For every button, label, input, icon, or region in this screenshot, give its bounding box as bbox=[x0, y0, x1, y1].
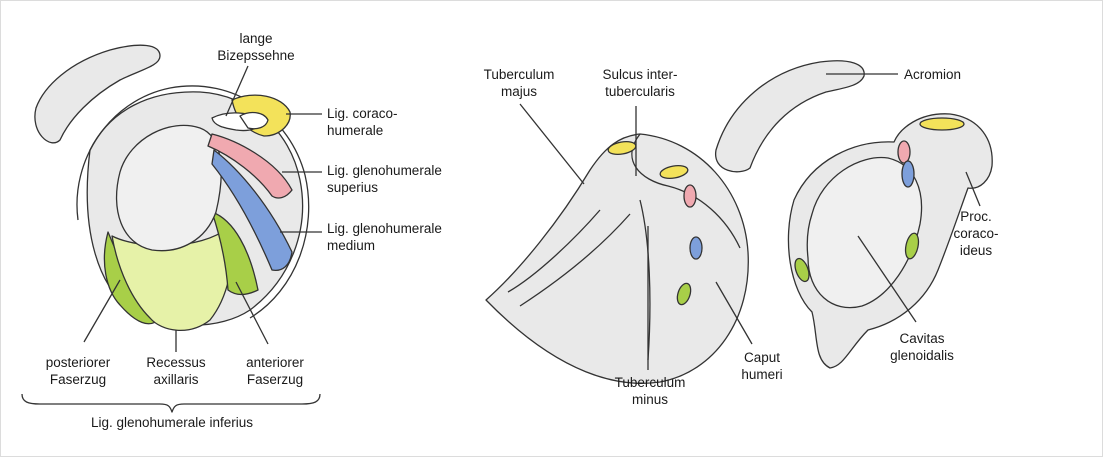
label-line: Faserzug bbox=[28, 371, 128, 388]
label-line: coraco- bbox=[944, 225, 1008, 242]
label-line: Recessus bbox=[126, 354, 226, 371]
label-line: humeri bbox=[727, 366, 797, 383]
minus-blue-pad bbox=[690, 237, 702, 259]
label-line: Caput bbox=[727, 349, 797, 366]
lig-coraco-humerale-label: Lig. coraco- humerale bbox=[327, 105, 398, 139]
right-pink-pad bbox=[898, 141, 910, 163]
label-line: Tuberculum bbox=[595, 374, 705, 391]
caput-humeri-label: Caput humeri bbox=[727, 349, 797, 383]
coracoid-pad bbox=[920, 118, 964, 130]
proc-coracoideus-label: Proc. coraco- ideus bbox=[944, 208, 1008, 259]
label-line: superius bbox=[327, 179, 442, 196]
cavitas-glenoidalis-label: Cavitas glenoidalis bbox=[872, 330, 972, 364]
lig-glenohumerale-inferius-label: Lig. glenohumerale inferius bbox=[72, 414, 272, 431]
tuberculum-minus-label: Tuberculum minus bbox=[595, 374, 705, 408]
label-line: majus bbox=[464, 83, 574, 100]
lange-bizepssehne-label: lange Bizepssehne bbox=[206, 30, 306, 64]
label-line: glenoidalis bbox=[872, 347, 972, 364]
lig-glenohumerale-superius-label: Lig. glenohumerale superius bbox=[327, 162, 442, 196]
right-blue-pad bbox=[902, 161, 914, 187]
minus-pink-pad bbox=[684, 185, 696, 207]
label-line: tubercularis bbox=[590, 83, 690, 100]
label-line: medium bbox=[327, 237, 442, 254]
label-line: Sulcus inter- bbox=[590, 66, 690, 83]
label-line: Lig. glenohumerale bbox=[327, 162, 442, 179]
anteriorer-faserzug-label: anteriorer Faserzug bbox=[225, 354, 325, 388]
label-line: Cavitas bbox=[872, 330, 972, 347]
label-line: minus bbox=[595, 391, 705, 408]
label-line: Bizepssehne bbox=[206, 47, 306, 64]
label-line: posteriorer bbox=[28, 354, 128, 371]
label-line: Tuberculum bbox=[464, 66, 574, 83]
lig-glenohumerale-medium-label: Lig. glenohumerale medium bbox=[327, 220, 442, 254]
acromion-label: Acromion bbox=[904, 66, 961, 83]
label-line: humerale bbox=[327, 122, 398, 139]
posteriorer-faserzug-label: posteriorer Faserzug bbox=[28, 354, 128, 388]
label-line: lange bbox=[206, 30, 306, 47]
tuberculum-majus-label: Tuberculum majus bbox=[464, 66, 574, 100]
label-line: anteriorer bbox=[225, 354, 325, 371]
recessus-axillaris-label: Recessus axillaris bbox=[126, 354, 226, 388]
sulcus-intertubercularis-label: Sulcus inter- tubercularis bbox=[590, 66, 690, 100]
label-line: axillaris bbox=[126, 371, 226, 388]
label-line: ideus bbox=[944, 242, 1008, 259]
label-line: Proc. bbox=[944, 208, 1008, 225]
label-line: Lig. coraco- bbox=[327, 105, 398, 122]
humerus-shaft bbox=[486, 134, 748, 383]
humerus-figure bbox=[486, 104, 752, 383]
label-line: Faserzug bbox=[225, 371, 325, 388]
inferius-brace bbox=[22, 394, 320, 412]
label-line: Lig. glenohumerale bbox=[327, 220, 442, 237]
